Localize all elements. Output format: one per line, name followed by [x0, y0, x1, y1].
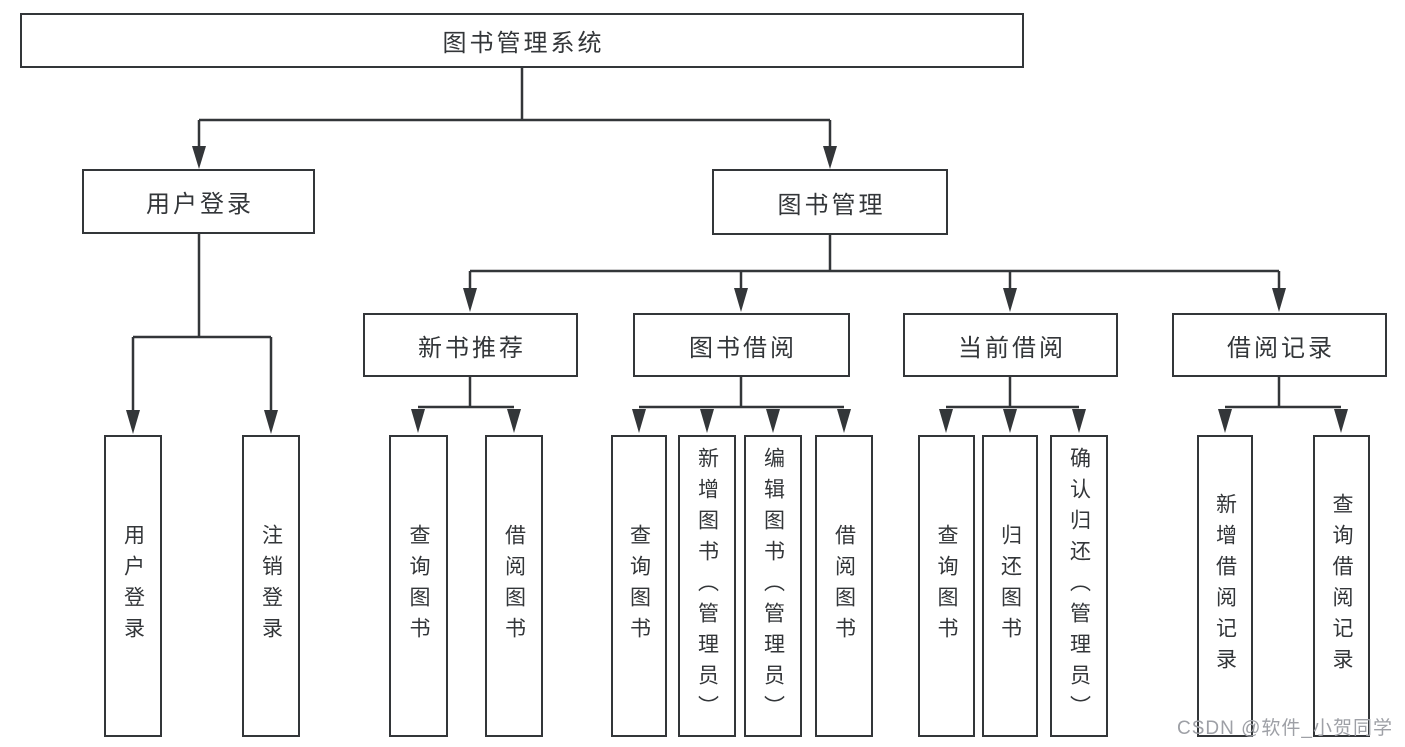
leaf-label: 用户登录 [121, 524, 145, 648]
leaf-label: 查询图书 [627, 524, 651, 648]
leaf-add-book-admin: 新增图书（管理员） [678, 435, 736, 737]
node-user-login: 用户登录 [82, 169, 315, 234]
node-label: 用户登录 [146, 191, 254, 218]
leaf-label: 查询借阅记录 [1330, 493, 1353, 679]
watermark: CSDN @软件_小贺同学 [1177, 718, 1393, 739]
node-label: 借阅记录 [1227, 334, 1335, 362]
leaf-user-login: 用户登录 [104, 435, 162, 737]
leaf-label: 查询图书 [407, 524, 430, 648]
leaf-label: 确认归还（管理员） [1067, 446, 1091, 726]
leaf-query-books-current: 查询图书 [918, 435, 975, 737]
node-root: 图书管理系统 [20, 13, 1024, 68]
leaf-label: 借阅图书 [832, 524, 856, 648]
leaf-borrow-books-recommend: 借阅图书 [485, 435, 543, 737]
leaf-label: 新增借阅记录 [1213, 493, 1237, 679]
node-label: 当前借阅 [958, 334, 1066, 362]
leaf-confirm-return-admin: 确认归还（管理员） [1050, 435, 1108, 737]
arrowheads [126, 146, 1348, 434]
leaf-label: 注销登录 [259, 524, 283, 648]
leaf-query-borrow-record: 查询借阅记录 [1313, 435, 1370, 737]
leaf-add-borrow-record: 新增借阅记录 [1197, 435, 1253, 737]
leaf-label: 新增图书（管理员） [695, 446, 719, 726]
node-label: 新书推荐 [418, 334, 526, 362]
leaf-label: 借阅图书 [502, 524, 526, 648]
node-book-management: 图书管理 [712, 169, 948, 235]
leaf-borrow-books: 借阅图书 [815, 435, 873, 737]
leaf-query-books-recommend: 查询图书 [389, 435, 448, 737]
leaf-query-books-borrow: 查询图书 [611, 435, 667, 737]
node-label: 图书借阅 [689, 334, 797, 362]
leaf-logout: 注销登录 [242, 435, 300, 737]
leaf-label: 归还图书 [998, 524, 1022, 648]
node-current-borrow: 当前借阅 [903, 313, 1118, 377]
node-book-borrow: 图书借阅 [633, 313, 850, 377]
tree-edges [131, 68, 1341, 411]
leaf-label: 编辑图书（管理员） [761, 446, 785, 726]
node-new-book-recommend: 新书推荐 [363, 313, 578, 377]
node-borrow-records: 借阅记录 [1172, 313, 1387, 377]
leaf-return-book: 归还图书 [982, 435, 1038, 737]
node-label: 图书管理系统 [442, 30, 605, 57]
leaf-edit-book-admin: 编辑图书（管理员） [744, 435, 802, 737]
node-label: 图书管理 [777, 191, 886, 219]
leaf-label: 查询图书 [935, 524, 958, 648]
